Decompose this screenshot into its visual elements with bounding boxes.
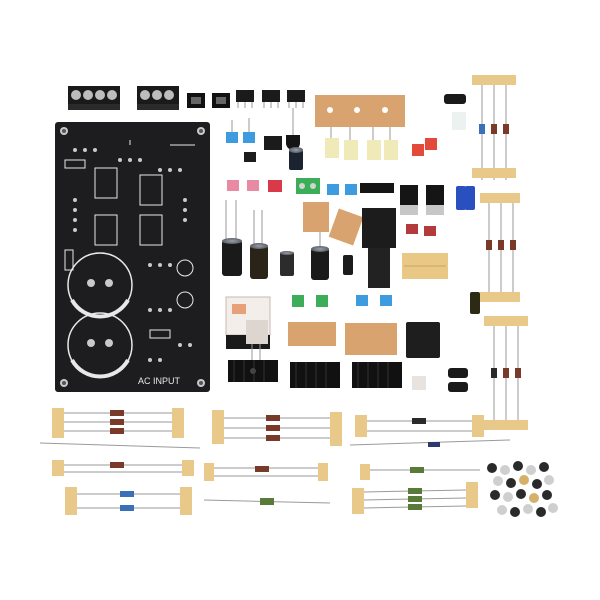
ceramic-capacitor — [345, 184, 357, 195]
screws-and-nuts — [487, 461, 558, 517]
pcb-silkscreen — [64, 140, 195, 339]
heatsink — [290, 362, 340, 388]
film-capacitor — [425, 138, 437, 150]
resistor-strip — [212, 410, 342, 446]
film-capacitor — [227, 180, 239, 191]
bridge-rectifier — [406, 322, 440, 358]
ceramic-capacitor — [356, 295, 368, 306]
electrolytic-capacitor — [289, 147, 303, 170]
to220-transistor — [246, 320, 268, 360]
electrolytic-capacitor — [222, 200, 242, 276]
electrolytic-capacitor — [470, 292, 480, 314]
screw-terminal-green — [296, 178, 320, 194]
ceramic-capacitor — [244, 152, 256, 162]
electrolytic-capacitor — [456, 186, 466, 210]
pcb-label: AC INPUT — [138, 376, 181, 386]
pcb-board: AC INPUT — [55, 122, 210, 392]
to220-transistor — [426, 185, 444, 215]
film-capacitor — [367, 127, 381, 160]
to220-transistor — [362, 208, 396, 288]
electrolytic-capacitor — [444, 94, 466, 104]
diode — [412, 376, 426, 390]
pcb-pads — [73, 148, 192, 362]
heatsink — [352, 362, 402, 388]
resistor-strip — [480, 193, 520, 302]
electrolytic-capacitor — [465, 186, 475, 210]
component-tape — [328, 208, 364, 246]
film-capacitor — [268, 180, 282, 192]
film-capacitor — [344, 127, 358, 160]
resistor-strip — [484, 316, 528, 430]
film-capacitor — [292, 295, 304, 307]
component-tape — [303, 202, 329, 232]
heatsink — [228, 360, 278, 382]
resistor-strip — [65, 487, 192, 515]
component-tape — [345, 323, 397, 355]
resistor-strip — [39, 408, 201, 449]
film-capacitor — [247, 180, 259, 191]
dip-ic — [360, 183, 394, 193]
dip-ic — [264, 136, 282, 150]
to220-transistor — [400, 185, 418, 215]
component-tape — [402, 253, 448, 279]
resistor-strip — [52, 460, 194, 476]
electrolytic-capacitor — [280, 251, 294, 276]
to220-transistor — [286, 108, 300, 150]
dip-ic — [236, 90, 254, 108]
pcb-capacitor-footprint — [67, 312, 133, 379]
electrolytic-capacitor — [448, 368, 468, 378]
dip-ic — [262, 90, 280, 108]
resistor-strip — [472, 75, 516, 180]
resistor-strip — [352, 464, 480, 514]
ic-socket — [212, 93, 230, 108]
screw-terminal-block — [137, 86, 179, 110]
component-tape — [288, 322, 336, 346]
diode — [452, 112, 466, 130]
film-capacitor — [325, 127, 339, 158]
ic-socket — [187, 93, 205, 108]
film-capacitor — [412, 144, 424, 156]
ceramic-capacitor — [327, 184, 339, 195]
film-capacitor — [384, 127, 398, 160]
ceramic-capacitor — [226, 120, 238, 143]
film-capacitor — [316, 295, 328, 307]
resistor-strip — [203, 463, 331, 505]
electrolytic-capacitor — [250, 210, 268, 279]
electrolytic-capacitor — [343, 255, 353, 275]
component-tape — [315, 95, 405, 127]
ceramic-capacitor — [380, 295, 392, 306]
pcb-capacitor-footprint — [67, 252, 133, 319]
resistor-strip — [349, 415, 511, 447]
dip-ic — [287, 90, 305, 108]
screw-terminal-block — [68, 86, 120, 110]
ceramic-capacitor — [243, 118, 255, 143]
electrolytic-capacitor — [448, 382, 468, 392]
film-capacitor — [424, 226, 436, 236]
film-capacitor — [406, 224, 418, 234]
